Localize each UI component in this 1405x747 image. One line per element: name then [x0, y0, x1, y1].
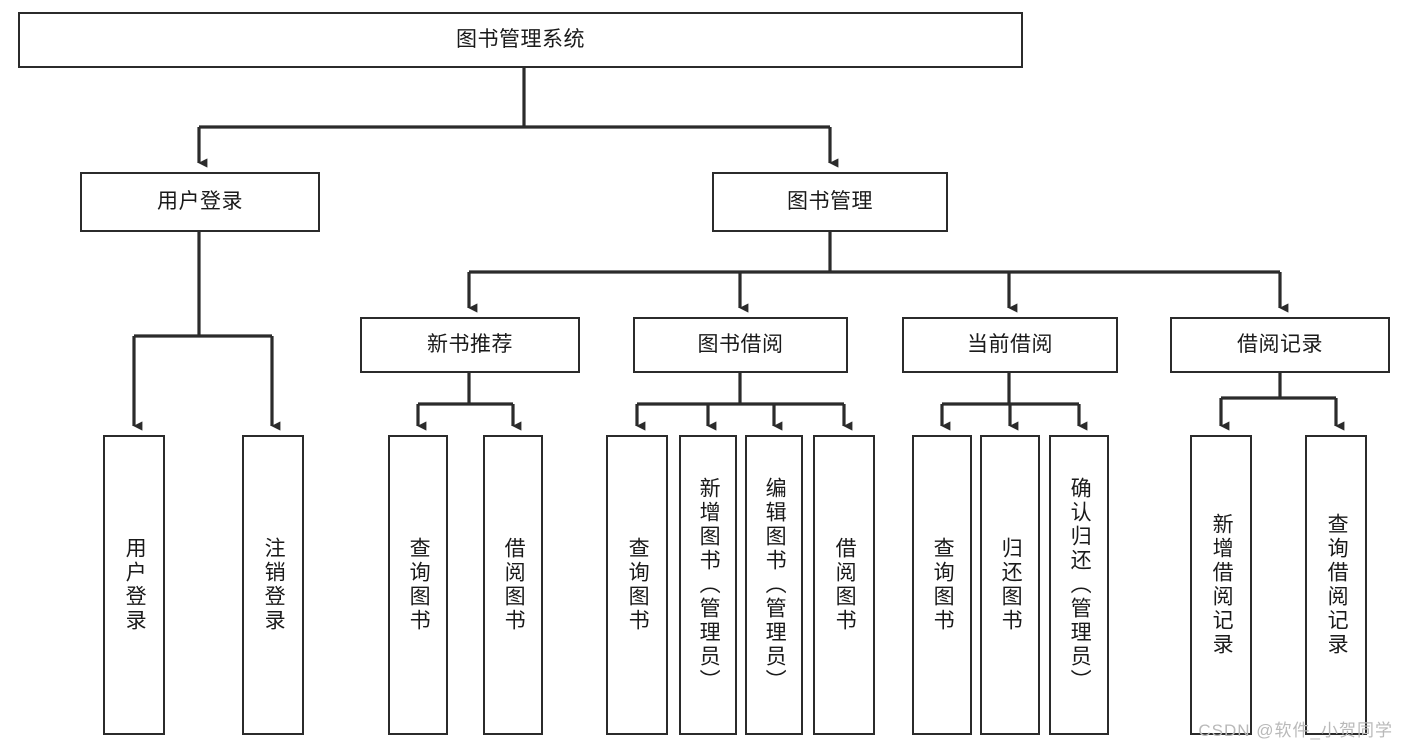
- node-leaf-add-record[interactable]: 新增借阅记录: [1190, 435, 1252, 735]
- node-leaf-borrow-book-rec[interactable]: 借阅图书: [483, 435, 543, 735]
- node-new-book-rec[interactable]: 新书推荐: [360, 317, 580, 373]
- node-user-login-label: 用户登录: [157, 189, 243, 213]
- node-book-manage[interactable]: 图书管理: [712, 172, 948, 232]
- node-leaf-add-book-admin-label: 新增图书（管理员）: [697, 477, 721, 693]
- node-leaf-query-record-label: 查询借阅记录: [1325, 513, 1349, 657]
- node-leaf-query-book-borrow[interactable]: 查询图书: [606, 435, 668, 735]
- node-book-manage-label: 图书管理: [787, 189, 873, 213]
- node-new-book-rec-label: 新书推荐: [427, 332, 513, 356]
- node-leaf-user-login-label: 用户登录: [123, 537, 147, 633]
- node-leaf-borrow-book-rec-label: 借阅图书: [502, 537, 526, 633]
- node-leaf-logout-label: 注销登录: [262, 537, 286, 633]
- node-leaf-query-record[interactable]: 查询借阅记录: [1305, 435, 1367, 735]
- node-leaf-user-login[interactable]: 用户登录: [103, 435, 165, 735]
- node-leaf-query-book-rec[interactable]: 查询图书: [388, 435, 448, 735]
- node-leaf-return-book[interactable]: 归还图书: [980, 435, 1040, 735]
- node-current-borrow-label: 当前借阅: [967, 332, 1053, 356]
- node-leaf-query-book-rec-label: 查询图书: [407, 537, 431, 633]
- node-leaf-add-record-label: 新增借阅记录: [1210, 513, 1234, 657]
- node-user-login[interactable]: 用户登录: [80, 172, 320, 232]
- node-root[interactable]: 图书管理系统: [18, 12, 1023, 68]
- node-leaf-query-book-borrow-label: 查询图书: [626, 537, 650, 633]
- node-leaf-confirm-return-admin-label: 确认归还（管理员）: [1068, 477, 1092, 693]
- node-borrow-record[interactable]: 借阅记录: [1170, 317, 1390, 373]
- csdn-watermark: CSDN @软件_小贺同学: [1198, 721, 1393, 740]
- node-leaf-logout[interactable]: 注销登录: [242, 435, 304, 735]
- node-leaf-query-book-cur[interactable]: 查询图书: [912, 435, 972, 735]
- node-book-borrow-label: 图书借阅: [697, 332, 784, 356]
- node-leaf-return-book-label: 归还图书: [999, 537, 1023, 633]
- node-root-label: 图书管理系统: [456, 27, 585, 51]
- node-leaf-add-book-admin[interactable]: 新增图书（管理员）: [679, 435, 737, 735]
- node-leaf-edit-book-admin[interactable]: 编辑图书（管理员）: [745, 435, 803, 735]
- node-leaf-edit-book-admin-label: 编辑图书（管理员）: [763, 477, 787, 693]
- node-leaf-borrow-book[interactable]: 借阅图书: [813, 435, 875, 735]
- node-leaf-confirm-return-admin[interactable]: 确认归还（管理员）: [1049, 435, 1109, 735]
- node-leaf-query-book-cur-label: 查询图书: [931, 537, 955, 633]
- node-book-borrow[interactable]: 图书借阅: [633, 317, 848, 373]
- node-leaf-borrow-book-label: 借阅图书: [833, 537, 857, 633]
- node-borrow-record-label: 借阅记录: [1237, 332, 1323, 356]
- node-current-borrow[interactable]: 当前借阅: [902, 317, 1118, 373]
